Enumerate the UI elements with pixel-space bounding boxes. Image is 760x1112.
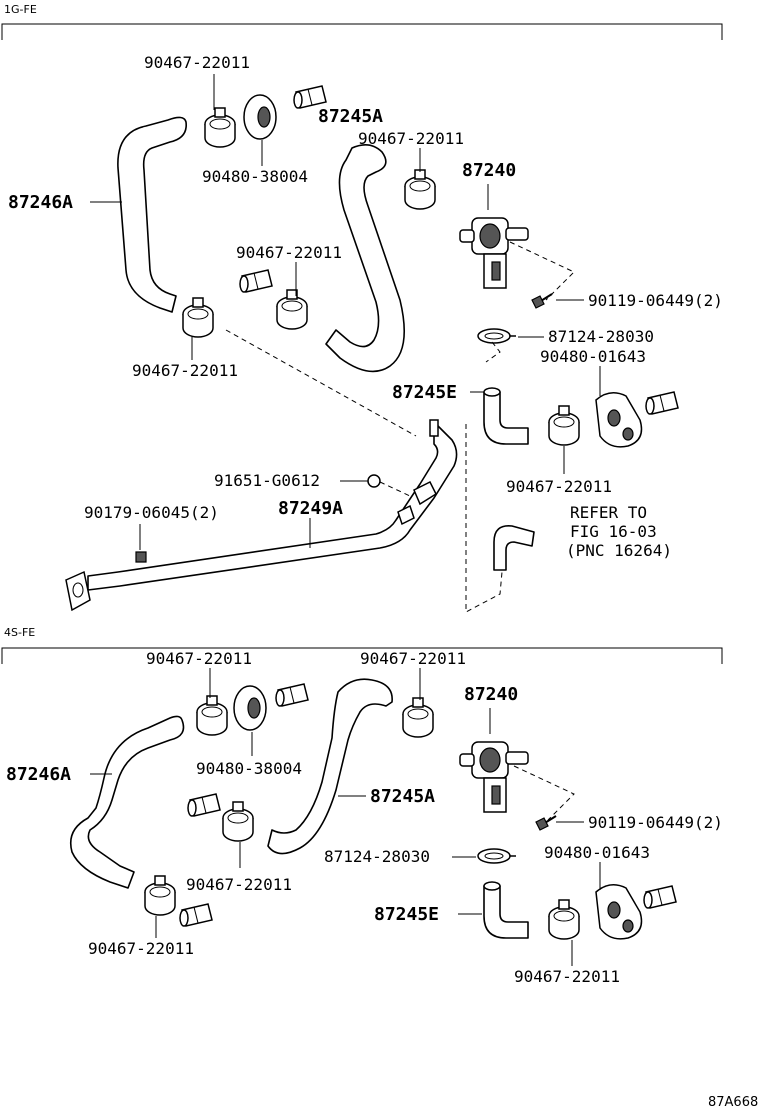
- label-hose: 87246A: [8, 192, 73, 213]
- stud-icon: [135, 551, 147, 563]
- figure-code: 87A668: [708, 1095, 758, 1110]
- label-bolt: 90119-06449(2): [588, 291, 723, 310]
- clamp-icon: [196, 695, 228, 736]
- label-clamp: 90467-22011: [358, 129, 464, 148]
- pipe-stub-icon: [645, 391, 679, 415]
- label-clip: 87124-28030: [548, 327, 654, 346]
- dashed-guide: [485, 341, 501, 363]
- section-frame: [1, 647, 723, 664]
- plate-plug-icon: [595, 392, 643, 448]
- pipe-flange-icon: [65, 570, 91, 612]
- label-clamp: 90467-22011: [146, 649, 252, 668]
- label-clamp: 90467-22011: [506, 477, 612, 496]
- dashed-guide: [379, 481, 411, 497]
- hose-87245a: [325, 144, 406, 373]
- clamp-icon: [204, 107, 236, 148]
- label-pipe: 87249A: [278, 498, 343, 519]
- bolt-icon: [535, 815, 557, 831]
- dashed-guide: [465, 424, 503, 613]
- label-refer: REFER TO: [570, 503, 647, 522]
- label-plug: 90480-38004: [202, 167, 308, 186]
- refer-hose-icon: [493, 525, 535, 571]
- label-valve: 87240: [464, 684, 518, 705]
- label-clamp: 90467-22011: [186, 875, 292, 894]
- pipe-stub-icon: [187, 793, 221, 817]
- label-valve: 87240: [462, 160, 516, 181]
- water-valve-icon: [459, 217, 529, 289]
- water-valve-icon: [459, 741, 529, 813]
- label-stud: 90179-06045(2): [84, 503, 219, 522]
- clamp-icon: [548, 899, 580, 940]
- section-frame: [1, 23, 723, 40]
- hose-87245a: [267, 678, 393, 855]
- clamp-icon: [222, 801, 254, 842]
- label-clip: 87124-28030: [324, 847, 430, 866]
- label-hose: 87245E: [374, 904, 439, 925]
- label-clamp: 90467-22011: [514, 967, 620, 986]
- label-refer: FIG 16-03: [570, 522, 657, 541]
- dashed-guide: [513, 765, 575, 821]
- plug-icon: [233, 685, 267, 731]
- bolt-icon: [531, 293, 553, 309]
- label-clamp: 90467-22011: [88, 939, 194, 958]
- pipe-stub-icon: [275, 683, 309, 707]
- dashed-guide: [509, 241, 575, 301]
- pipe-stub-icon: [239, 269, 273, 293]
- clip-icon: [477, 848, 517, 864]
- hose-87245e: [483, 881, 529, 939]
- clamp-icon: [402, 697, 434, 738]
- label-plug: 90480-38004: [196, 759, 302, 778]
- label-hose: 87246A: [6, 764, 71, 785]
- label-hose: 87245A: [318, 106, 383, 127]
- pipe-stub-icon: [293, 85, 327, 109]
- clamp-icon: [144, 875, 176, 916]
- hose-87246a: [69, 715, 185, 889]
- label-clamp: 90467-22011: [132, 361, 238, 380]
- label-plate-plug: 90480-01643: [540, 347, 646, 366]
- pipe-nipple: [429, 419, 439, 437]
- section-1g-fe: 1G-FE: [1, 3, 723, 613]
- pipe-stub-icon: [179, 903, 213, 927]
- clamp-icon: [182, 297, 214, 338]
- label-plate-plug: 90480-01643: [544, 843, 650, 862]
- pipe-bracket: [413, 480, 437, 506]
- nut-icon: [367, 474, 381, 488]
- plug-icon: [243, 94, 277, 140]
- label-refer: (PNC 16264): [566, 541, 672, 560]
- section-title-4s-fe: 4S-FE: [4, 626, 35, 639]
- clamp-icon: [548, 405, 580, 446]
- clamp-icon: [404, 169, 436, 210]
- label-clamp: 90467-22011: [360, 649, 466, 668]
- label-nut: 91651-G0612: [214, 471, 320, 490]
- clip-icon: [477, 328, 517, 344]
- clamp-icon: [276, 289, 308, 330]
- pipe-stub-icon: [643, 885, 677, 909]
- label-hose: 87245A: [370, 786, 435, 807]
- label-bolt: 90119-06449(2): [588, 813, 723, 832]
- plate-plug-icon: [595, 884, 643, 940]
- label-clamp: 90467-22011: [144, 53, 250, 72]
- label-clamp: 90467-22011: [236, 243, 342, 262]
- pipe-bracket: [397, 504, 415, 526]
- dashed-guide: [225, 329, 417, 437]
- section-title-1g-fe: 1G-FE: [4, 3, 37, 16]
- label-hose: 87245E: [392, 382, 457, 403]
- hose-87245e: [483, 387, 529, 445]
- section-4s-fe: 4S-FE: [1, 626, 723, 986]
- hose-87246a: [117, 116, 187, 313]
